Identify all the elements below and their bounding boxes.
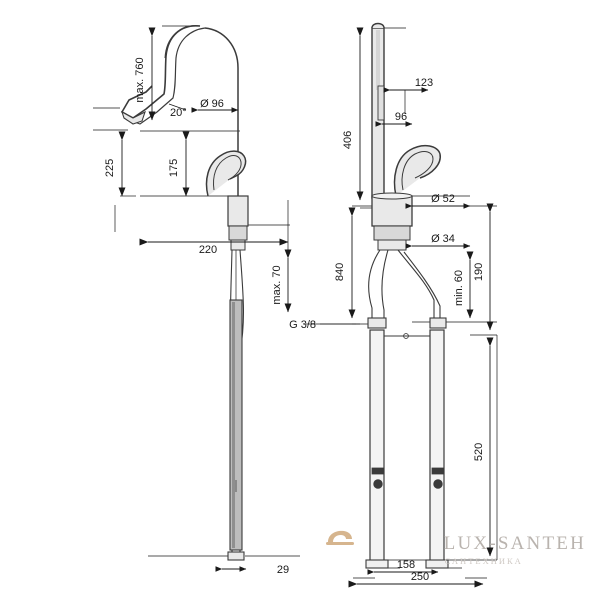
dim-label-250: 250 [411,571,429,583]
dimension-labels: max. 760 20° Ø 96 225 175 220 max. 70 29… [104,57,485,583]
dimension-lines [118,27,494,588]
dim-label-d96: Ø 96 [200,98,224,110]
dim-label-220: 220 [199,244,217,256]
dim-label-190: 190 [473,263,485,281]
watermark-sub-text: САНТЕХНИКА [444,556,523,566]
dim-label-520: 520 [473,443,485,461]
faucet-logo-icon [326,530,354,545]
dim-label-angle20: 20° [170,107,187,119]
dim-label-96: 96 [395,111,407,123]
dim-label-840: 840 [334,263,346,281]
dim-label-123: 123 [415,77,433,89]
dim-label-406: 406 [342,131,354,149]
side-view-fixture [365,22,449,569]
dim-label-d52: Ø 52 [431,193,455,205]
dim-label-min60: min. 60 [453,270,465,306]
watermark-main-text: LUX-SANTEH [443,533,586,554]
dim-label-158: 158 [397,559,415,571]
watermark: LUX-SANTEH САНТЕХНИКА [444,533,586,566]
dim-label-29: 29 [277,564,289,576]
dim-label-max760: max. 760 [134,57,146,102]
dim-label-max70: max. 70 [271,265,283,304]
dim-label-175: 175 [168,159,180,177]
dim-label-g38: G 3/8 [289,319,316,331]
dim-label-225: 225 [104,159,116,177]
dim-label-d34: Ø 34 [431,233,455,245]
front-view-fixture [121,25,249,561]
